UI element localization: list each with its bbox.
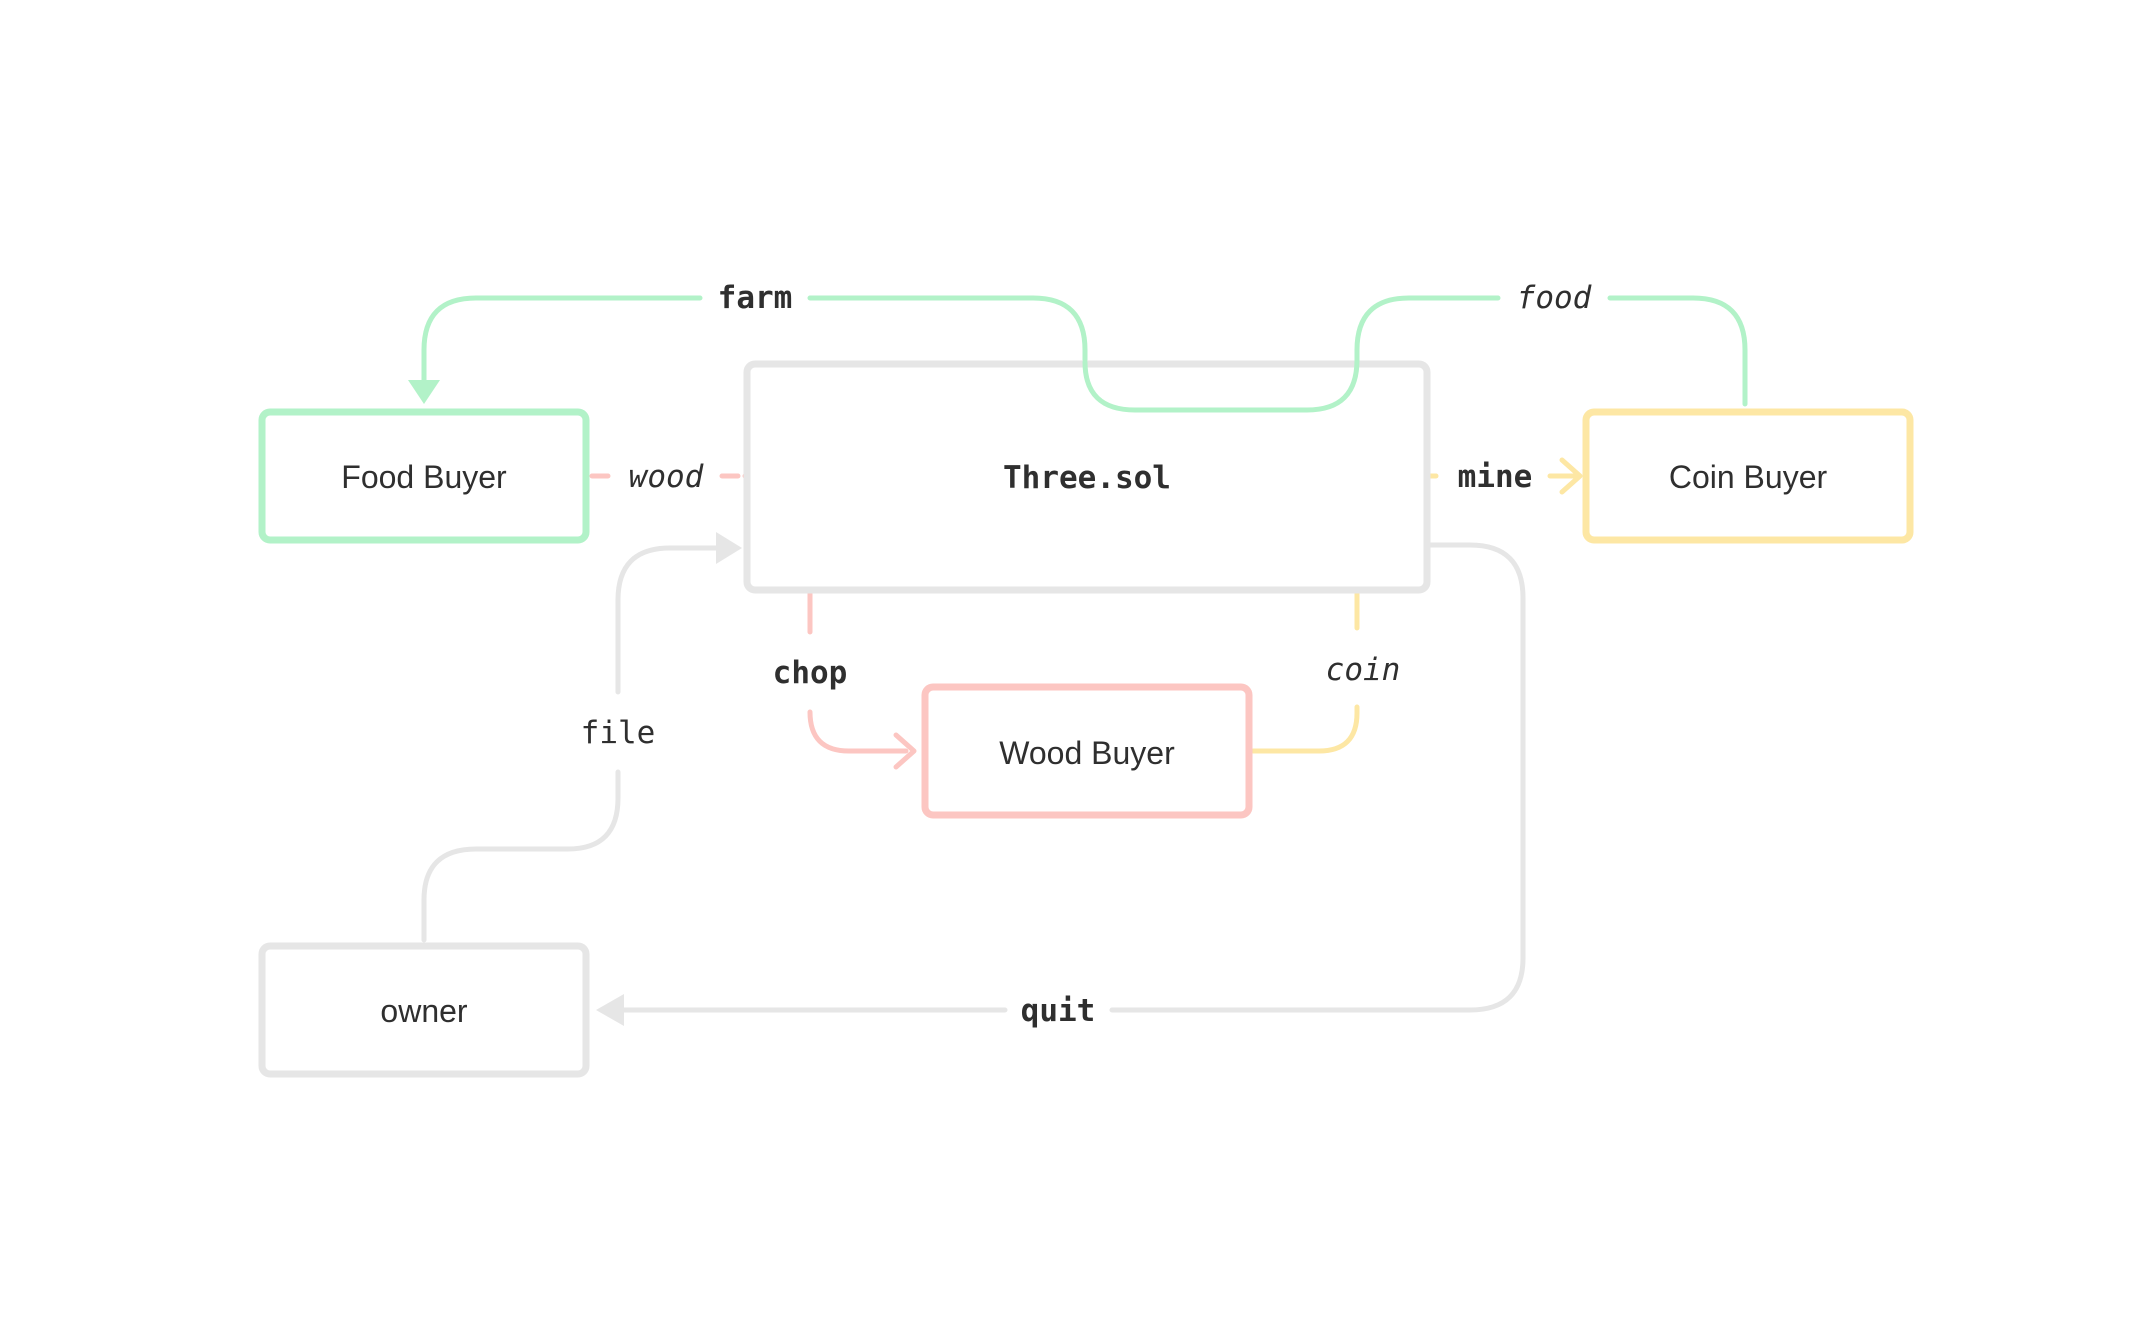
edge-label-coin: coin [1326,652,1401,688]
file-arrowhead [716,532,742,564]
node-label-owner: owner [380,993,468,1029]
edge-farm: farm [408,280,1088,404]
node-coin-buyer[interactable]: Coin Buyer [1582,408,1914,544]
node-label-coin-buyer: Coin Buyer [1669,459,1828,495]
edge-label-file: file [581,715,656,751]
edge-food-overlay [1082,347,1360,413]
edge-file: file [421,532,742,943]
node-label-food-buyer: Food Buyer [341,459,507,495]
edge-quit: quit [596,542,1526,1029]
edge-label-farm: farm [718,280,793,316]
edge-label-mine: mine [1458,459,1533,495]
node-three-sol[interactable]: Three.sol [743,360,1431,594]
edge-label-wood: wood [629,459,704,495]
farm-arrowhead [408,380,440,404]
edge-label-chop: chop [773,655,848,691]
node-wood-buyer[interactable]: Wood Buyer [921,683,1253,819]
node-owner[interactable]: owner [258,942,590,1078]
quit-arrowhead [596,994,624,1026]
node-food-buyer[interactable]: Food Buyer [258,408,590,544]
node-label-wood-buyer: Wood Buyer [999,735,1175,771]
node-label-three-sol: Three.sol [1003,460,1171,496]
edge-label-quit: quit [1021,993,1096,1029]
edge-label-food: food [1517,280,1592,316]
